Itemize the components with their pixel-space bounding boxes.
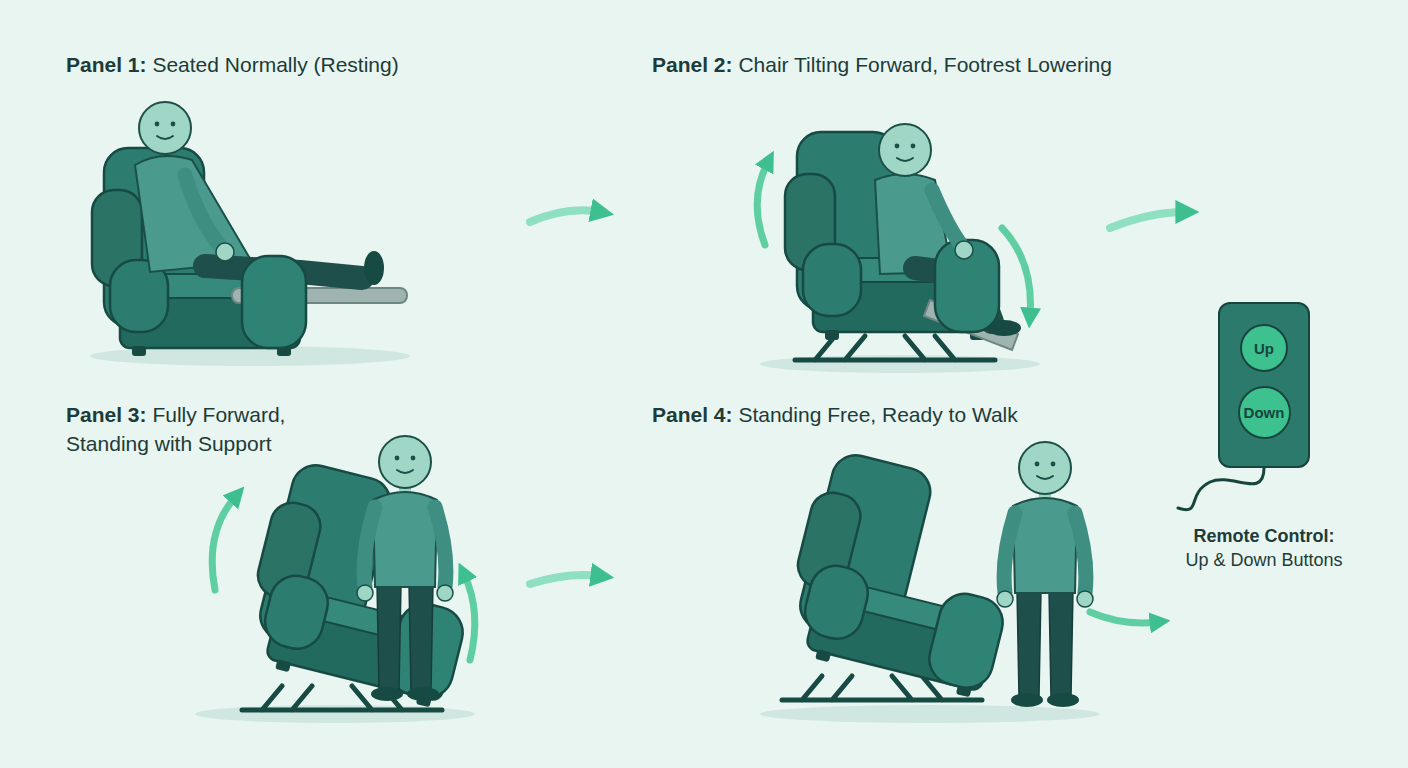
panel-number: Panel 1: xyxy=(66,53,147,76)
button-label: Up xyxy=(1254,340,1274,357)
remote-control: Remote Control:Up & Down ButtonsUpDown xyxy=(1218,302,1310,468)
sequence-arrows xyxy=(530,210,1185,584)
panel-heading: Panel 1:Seated Normally (Resting) xyxy=(66,50,626,79)
panel-number: Panel 3: xyxy=(66,403,147,426)
panel-description: Seated Normally (Resting) xyxy=(152,53,398,76)
panel-heading: Panel 4:Standing Free, Ready to Walk xyxy=(652,400,1252,429)
up-button: Up xyxy=(1240,324,1288,372)
panel-description: Chair Tilting Forward, Footrest Lowering xyxy=(738,53,1111,76)
panel-1-reclined-chair xyxy=(90,102,410,366)
remote-cord xyxy=(1178,468,1264,510)
button-label: Down xyxy=(1244,404,1285,421)
panel-4-standing-free xyxy=(760,442,1158,723)
panel-heading: Panel 3:Fully Forward, Standing with Sup… xyxy=(66,400,356,458)
panel-number: Panel 2: xyxy=(652,53,733,76)
panel-description: Standing Free, Ready to Walk xyxy=(738,403,1017,426)
panel-3-forward-chair xyxy=(195,436,494,723)
remote-caption: Remote Control: xyxy=(1194,526,1335,547)
panel-number: Panel 4: xyxy=(652,403,733,426)
down-button: Down xyxy=(1238,386,1291,439)
remote-caption: Up & Down Buttons xyxy=(1185,550,1342,571)
panel-2-tilting-chair xyxy=(757,124,1040,373)
panel-heading: Panel 2:Chair Tilting Forward, Footrest … xyxy=(652,50,1352,79)
